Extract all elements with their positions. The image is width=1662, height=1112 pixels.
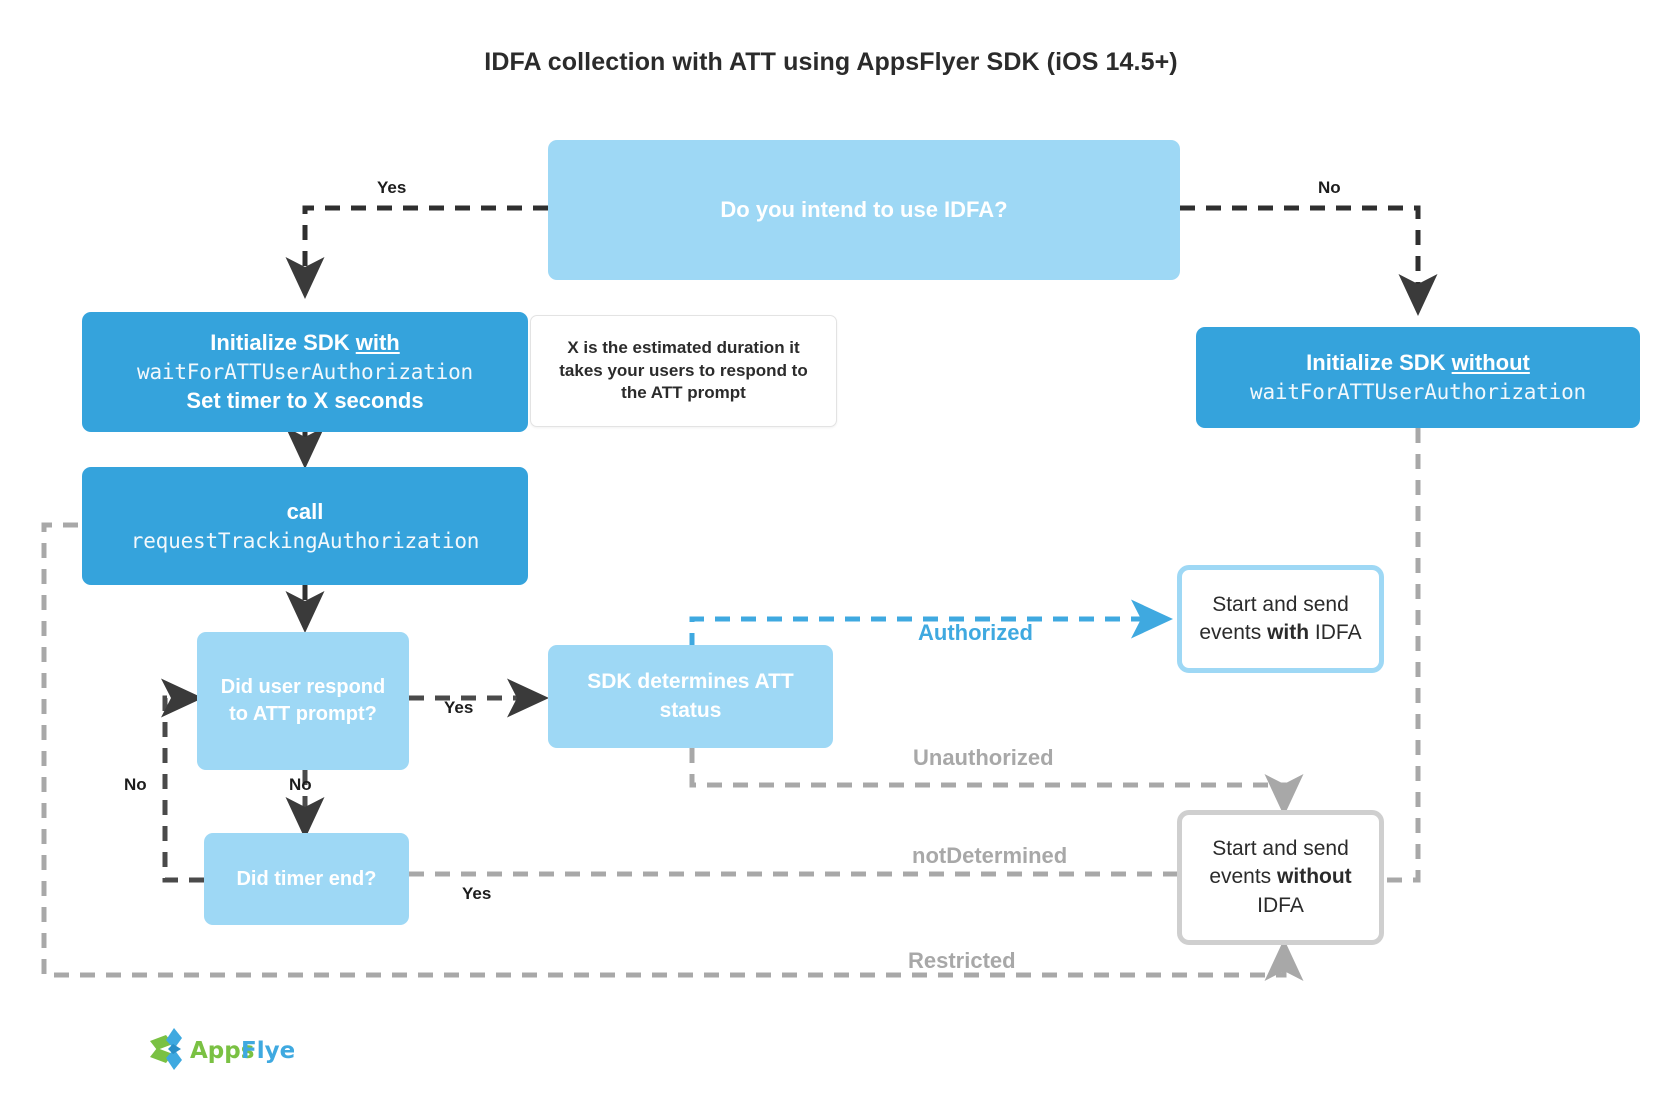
node-label: Did user respond to ATT prompt?: [220, 676, 386, 725]
appsflyer-logo-mark: [150, 1028, 182, 1070]
note-text: X is the estimated duration it takes you…: [559, 337, 808, 403]
node-line-1: Initialize SDK without: [1306, 350, 1530, 376]
edge-label-no-top-right: No: [1318, 178, 1341, 197]
edge-label-no-loop-back: No: [124, 775, 147, 794]
node-call-request-tracking-authorization[interactable]: call requestTrackingAuthorization: [82, 467, 528, 585]
node-start-send-events-with-idfa[interactable]: Start and send events with IDFA: [1177, 565, 1384, 673]
node-line-1: Initialize SDK with: [210, 330, 400, 356]
node-initialize-sdk-with[interactable]: Initialize SDK with waitForATTUserAuthor…: [82, 312, 528, 432]
edge-no-to-init-without: [1180, 205, 1438, 317]
edge-label-yes-respond: Yes: [444, 698, 474, 717]
page-title: IDFA collection with ATT using AppsFlyer…: [484, 48, 1178, 76]
node-sdk-determines-att-status[interactable]: SDK determines ATT status: [548, 645, 833, 748]
node-did-timer-end[interactable]: Did timer end?: [204, 833, 409, 925]
edge-label-yes-top-left: Yes: [377, 178, 407, 197]
node-line-2-code: requestTrackingAuthorization: [130, 528, 480, 553]
node-line-1: call: [286, 498, 324, 524]
node-start-send-events-without-idfa[interactable]: Start and send events without IDFA: [1177, 810, 1384, 945]
node-initialize-sdk-without[interactable]: Initialize SDK without waitForATTUserAut…: [1196, 327, 1640, 428]
node-did-user-respond-to-att-prompt[interactable]: Did user respond to ATT prompt?: [197, 632, 409, 770]
node-label: Did timer end?: [236, 867, 377, 890]
appsflyer-logo: Apps Flyer: [150, 1028, 294, 1070]
edge-label-no-respond: No: [289, 775, 312, 794]
edge-label-restricted: Restricted: [908, 948, 1016, 973]
node-line-2-code: waitForATTUserAuthorization: [137, 359, 473, 384]
edge-yes-to-init-with: [285, 205, 548, 300]
appsflyer-logo-wordmark: Apps Flyer: [190, 1038, 294, 1064]
node-line-2-code: waitForATTUserAuthorization: [1250, 380, 1586, 405]
node-label: Do you intend to use IDFA?: [720, 197, 1008, 223]
edge-label-unauthorized: Unauthorized: [913, 745, 1054, 770]
svg-text:Flyer: Flyer: [241, 1038, 294, 1064]
edge-label-authorized: Authorized: [918, 620, 1033, 645]
edge-label-yes-timer: Yes: [462, 884, 492, 903]
node-label: Start and send events without IDFA: [1209, 836, 1352, 917]
node-do-you-intend-to-use-idfa[interactable]: Do you intend to use IDFA?: [548, 140, 1180, 280]
node-label: Start and send events with IDFA: [1199, 592, 1362, 644]
note-x-duration: X is the estimated duration it takes you…: [530, 315, 837, 427]
edge-label-not-determined: notDetermined: [912, 843, 1068, 868]
svg-text:Apps: Apps: [190, 1038, 254, 1064]
node-line-3: Set timer to X seconds: [186, 388, 424, 414]
node-label: SDK determines ATT status: [587, 670, 794, 722]
